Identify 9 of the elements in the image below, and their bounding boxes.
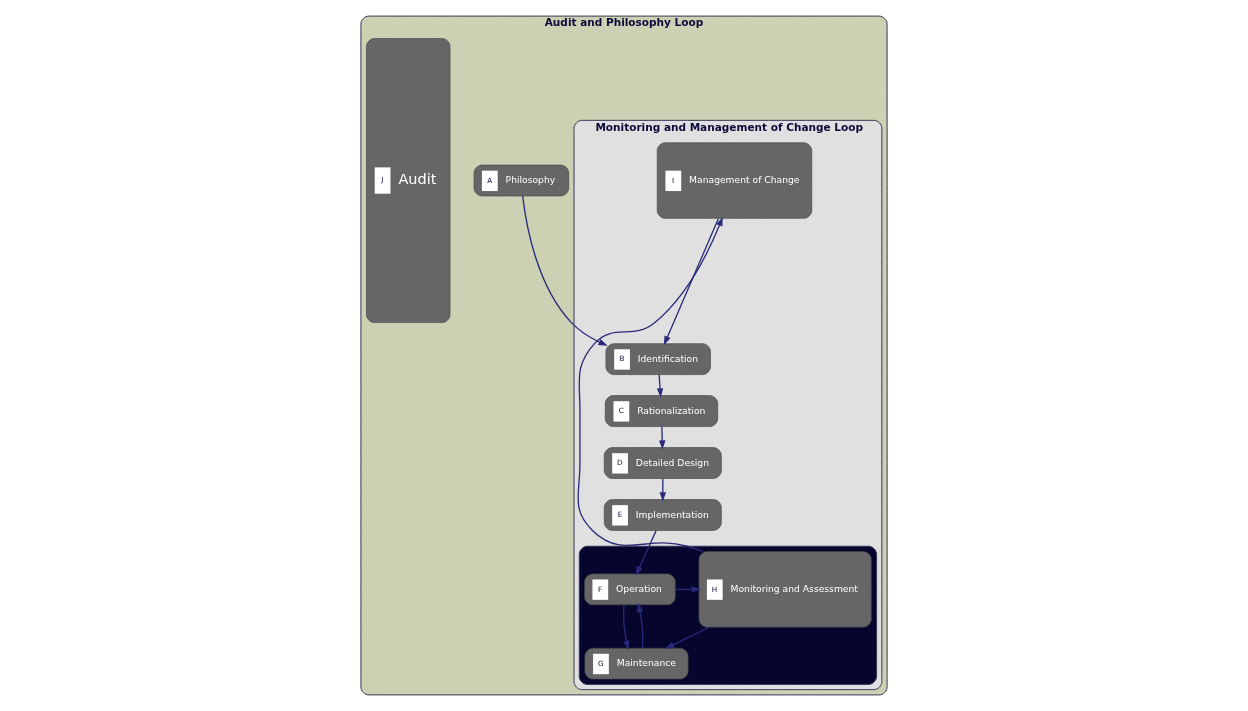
cluster [578, 545, 878, 685]
arrow [623, 604, 630, 650]
arrow [577, 216, 723, 553]
arrow [663, 217, 720, 346]
arrow [637, 603, 644, 649]
arrow [664, 626, 710, 650]
arrow [659, 426, 666, 450]
arrow [635, 529, 657, 576]
arrow [522, 195, 608, 346]
